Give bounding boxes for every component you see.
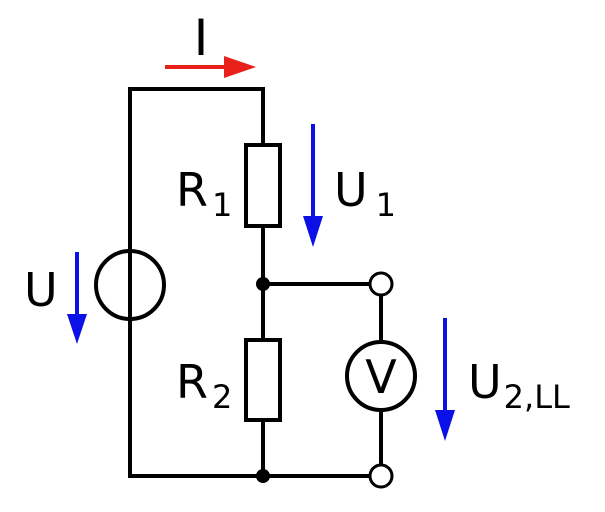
current-label: I xyxy=(194,9,209,67)
resistor-r2 xyxy=(244,338,282,422)
u2-label-sub: 2,LL xyxy=(504,378,570,416)
junction-node-bottom xyxy=(256,469,270,483)
u2-label: U2,LL xyxy=(468,355,570,416)
terminal-top xyxy=(368,271,394,297)
resistor-r1 xyxy=(244,143,282,228)
source-voltage-label: U xyxy=(24,263,58,317)
r2-label-sub: 2 xyxy=(212,378,232,416)
u2-label-main: U xyxy=(468,355,502,409)
source-circle xyxy=(94,249,166,321)
voltmeter-label: V xyxy=(365,350,397,404)
wire-left-loop xyxy=(128,87,265,478)
r1-label-sub: 1 xyxy=(212,186,232,224)
u1-label-main: U xyxy=(334,163,368,217)
source-voltage-arrow-head xyxy=(67,314,87,344)
source-voltage-arrow xyxy=(67,252,87,344)
terminal-bottom xyxy=(368,463,394,489)
junction-node-top xyxy=(256,277,270,291)
voltmeter xyxy=(345,340,417,412)
current-arrow xyxy=(165,56,256,78)
u1-voltage-arrow-head xyxy=(303,216,323,247)
r2-label-main: R xyxy=(176,355,208,409)
u2-voltage-arrow xyxy=(435,318,455,441)
u1-label-sub: 1 xyxy=(376,186,396,224)
r1-label-main: R xyxy=(176,163,208,217)
current-arrow-head xyxy=(224,56,256,78)
voltage-source xyxy=(94,249,166,321)
wires xyxy=(128,87,383,478)
u2-voltage-arrow-head xyxy=(435,410,455,441)
u1-voltage-arrow xyxy=(303,124,323,247)
